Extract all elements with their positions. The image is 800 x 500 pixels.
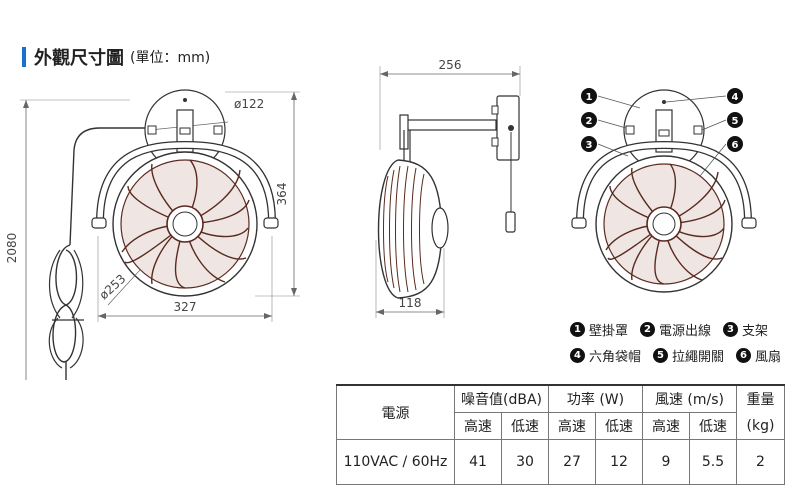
- dim-front-width: 327: [174, 300, 197, 314]
- power-value: 110VAC / 60Hz: [336, 439, 455, 485]
- noise-header: 噪音值(dBA): [454, 384, 549, 413]
- legend-number: 5: [653, 348, 669, 363]
- legend-label: 風扇: [755, 350, 782, 365]
- table-cell: 30: [501, 439, 549, 485]
- dim-cord-length: 2080: [5, 233, 19, 264]
- legend-label: 支架: [742, 324, 769, 339]
- heading-title: 外觀尺寸圖: [34, 48, 124, 69]
- legend-label: 電源出線: [659, 324, 712, 339]
- callout-1: 1: [586, 92, 593, 103]
- legend-item: 4 六角袋帽: [570, 346, 641, 365]
- legend-number: 1: [570, 322, 585, 337]
- table-cell: 5.5: [689, 439, 737, 485]
- section-heading: 外觀尺寸圖 (單位：mm): [22, 46, 211, 69]
- sub-header: 低速: [689, 412, 737, 440]
- sub-header: 高速: [548, 412, 596, 440]
- heading-accent-bar: [22, 47, 26, 67]
- dim-side-width: 118: [399, 296, 422, 310]
- sub-header: 低速: [501, 412, 549, 440]
- weight-header: 重量: [736, 384, 785, 413]
- sub-header: 高速: [454, 412, 502, 440]
- legend-item: 1 壁掛罩: [570, 320, 628, 339]
- callout-6: 6: [732, 140, 739, 151]
- table-cell: 9: [642, 439, 690, 485]
- weight-value: 2: [736, 439, 785, 485]
- callout-badges: 1 2 3 4 5 6: [581, 88, 743, 152]
- side-view: 256 118: [375, 58, 521, 318]
- legend-number: 2: [640, 322, 656, 337]
- callout-5: 5: [732, 116, 739, 127]
- dimension-drawings: 2080 ø122: [5, 58, 757, 380]
- power-header: 電源: [336, 384, 455, 440]
- power-watt-header: 功率 (W): [548, 384, 643, 413]
- legend-number: 4: [570, 348, 585, 363]
- dim-guard-diameter: ø253: [97, 272, 129, 303]
- callout-2: 2: [586, 116, 593, 127]
- callout-4: 4: [732, 92, 739, 103]
- callout-3: 3: [586, 140, 593, 151]
- dim-mount-diameter: ø122: [234, 97, 264, 111]
- table-cell: 12: [595, 439, 643, 485]
- legend-label: 壁掛罩: [589, 324, 629, 339]
- wind-speed-header: 風速 (m/s): [642, 384, 737, 413]
- dim-front-height: 364: [275, 183, 289, 206]
- heading-unit: (單位：mm): [130, 50, 211, 66]
- table-cell: 41: [454, 439, 502, 485]
- table-cell: 27: [548, 439, 596, 485]
- parts-view: 1 2 3 4 5 6: [571, 88, 757, 293]
- weight-unit: (kg): [736, 412, 785, 440]
- legend-number: 6: [736, 348, 752, 363]
- legend-label: 拉繩開關: [672, 350, 725, 365]
- sub-header: 低速: [595, 412, 643, 440]
- sub-header: 高速: [642, 412, 690, 440]
- front-view: 2080 ø122: [5, 89, 300, 380]
- legend-number: 3: [723, 322, 739, 337]
- dim-side-depth: 256: [439, 58, 462, 72]
- legend-label: 六角袋帽: [589, 350, 642, 365]
- spec-table: 電源 噪音值(dBA) 功率 (W) 風速 (m/s) 重量 高速 低速 高速 …: [336, 384, 785, 485]
